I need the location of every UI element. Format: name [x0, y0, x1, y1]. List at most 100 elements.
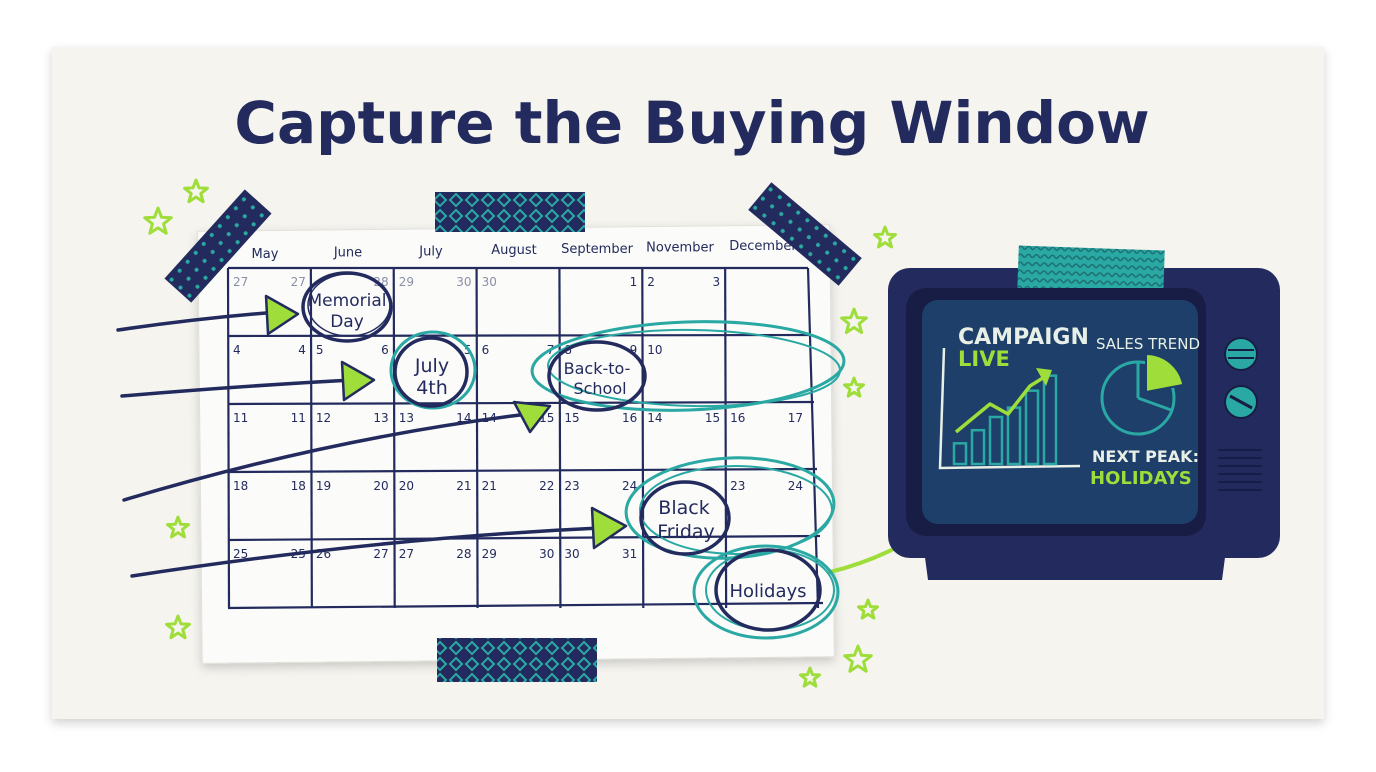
event-label: Friday — [657, 521, 715, 543]
tv-next-peak-label: NEXT PEAK: — [1092, 447, 1199, 466]
grid-line — [806, 267, 820, 609]
day-number: 30 — [456, 275, 471, 289]
day-number: 1 — [630, 275, 638, 289]
day-number: 9 — [630, 343, 638, 357]
day-number: 6 — [482, 343, 490, 357]
day-number: 30 — [482, 275, 497, 289]
tv-bar — [952, 442, 968, 466]
tv-knob — [1224, 337, 1258, 371]
star-doodle — [843, 644, 873, 673]
grid-line — [392, 267, 396, 609]
event-label: Holidays — [729, 581, 806, 602]
day-number: 20 — [399, 479, 414, 493]
event-memorial-day: Memorial Day — [301, 271, 393, 343]
grid-line — [475, 267, 479, 609]
day-number: 23 — [730, 479, 745, 493]
day-number: 10 — [647, 343, 662, 357]
star-doodle — [857, 598, 879, 620]
day-number: 30 — [539, 547, 554, 561]
tape-top-right — [748, 182, 862, 286]
tv-bar — [1024, 389, 1040, 466]
grid-line — [227, 467, 818, 474]
decorative-stars — [143, 178, 897, 688]
event-label: 4th — [416, 377, 448, 399]
calendar-month-headers: May June July August September November Decemb… — [252, 239, 798, 262]
month-label: December — [729, 239, 797, 254]
tv-pie-slice — [1145, 352, 1185, 394]
day-number: 20 — [373, 479, 388, 493]
day-number: 31 — [622, 547, 637, 561]
grid-line — [227, 333, 812, 338]
tv-campaign-label: CAMPAIGN — [958, 325, 1089, 350]
month-label: May — [252, 247, 279, 262]
day-number: 27 — [373, 547, 388, 561]
tv-chart-axes — [938, 347, 1081, 470]
tv-trend-line — [954, 374, 1047, 434]
day-number: 18 — [233, 479, 248, 493]
star-doodle — [840, 307, 868, 334]
day-number: 4 — [233, 343, 241, 357]
day-number: 18 — [291, 479, 306, 493]
day-number: 11 — [233, 411, 248, 425]
tv-tape — [1017, 245, 1165, 297]
tv-bar — [970, 428, 986, 466]
day-number: 28 — [373, 275, 388, 289]
month-label: November — [646, 241, 714, 256]
tv-bar — [1042, 374, 1058, 466]
month-label: September — [561, 242, 634, 257]
day-number: 22 — [539, 479, 554, 493]
month-label: June — [333, 246, 362, 261]
day-number: 19 — [316, 479, 331, 493]
day-number: 17 — [788, 411, 803, 425]
day-number: 21 — [482, 479, 497, 493]
event-label: School — [573, 379, 626, 398]
tv-monitor: CAMPAIGN LIVE SALES TREND NEXT PEAK: HOL… — [888, 245, 1280, 580]
tv-bar — [988, 415, 1004, 466]
star-doodle — [843, 376, 865, 398]
day-number: 2 — [647, 275, 655, 289]
day-number: 30 — [564, 547, 579, 561]
day-number: 15 — [705, 411, 720, 425]
event-holidays: Holidays — [692, 544, 840, 640]
day-number: 6 — [381, 343, 389, 357]
day-number: 5 — [316, 343, 324, 357]
month-label: July — [418, 244, 443, 259]
day-number: 15 — [564, 411, 579, 425]
event-black-friday: Black Friday — [624, 456, 836, 560]
event-label: Back-to- — [564, 359, 631, 378]
grid-line — [558, 267, 562, 609]
tape-top-left — [164, 189, 272, 303]
day-number: 14 — [647, 411, 662, 425]
star-doodle — [166, 515, 190, 539]
star-doodle — [183, 178, 209, 204]
event-july-4th: July 4th — [389, 330, 477, 410]
grid-line — [226, 267, 231, 609]
day-number: 16 — [730, 411, 745, 425]
tape-bottom-center — [437, 638, 597, 682]
day-number: 27 — [399, 547, 414, 561]
event-label: Day — [330, 312, 364, 332]
tv-trend-arrowhead — [1036, 368, 1052, 386]
star-doodle — [165, 614, 191, 640]
day-number: 21 — [456, 479, 471, 493]
day-number: 29 — [482, 547, 497, 561]
month-label: August — [491, 243, 537, 258]
tv-pie-chart — [1100, 352, 1185, 436]
day-number: 29 — [399, 275, 414, 289]
tv-live-label: LIVE — [958, 347, 1010, 371]
tape-top-center — [435, 192, 585, 232]
day-number: 3 — [713, 275, 721, 289]
star-doodle — [873, 225, 897, 249]
event-label: Black — [658, 497, 709, 519]
grid-line — [724, 267, 728, 609]
day-number: 13 — [373, 411, 388, 425]
day-number: 25 — [233, 547, 248, 561]
day-number: 12 — [316, 411, 331, 425]
tv-bar-chart — [952, 374, 1058, 466]
grid-line — [227, 601, 824, 610]
day-number: 23 — [564, 479, 579, 493]
tv-pie-divider — [1137, 396, 1173, 412]
event-label: July — [414, 355, 449, 377]
